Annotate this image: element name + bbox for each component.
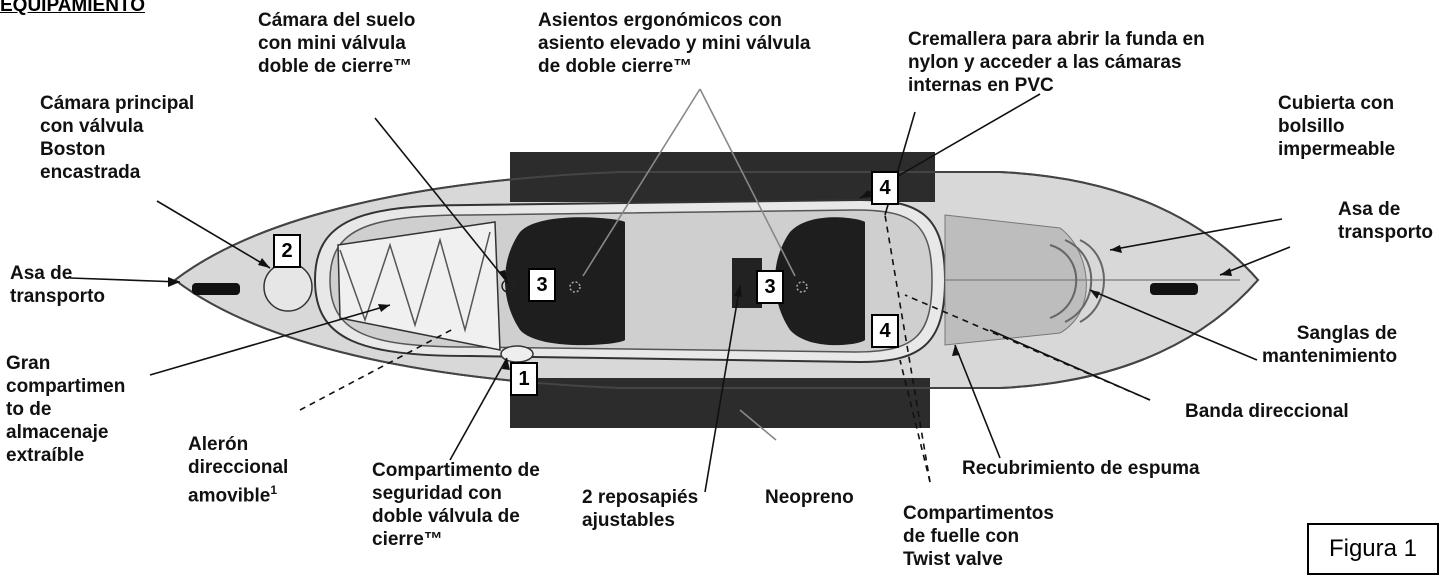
- page-title: EQUIPAMIENTO: [0, 0, 145, 16]
- storage-bag: [337, 221, 501, 351]
- dashed-leader-lines: [299, 214, 1151, 483]
- label-safety: Compartimento de seguridad con doble vál…: [372, 460, 540, 550]
- label-footrests: 2 reposapiés ajustables: [582, 487, 699, 531]
- callout-3a: 3: [528, 268, 556, 302]
- seat-valve-1: [569, 281, 581, 293]
- callout-3b: 3: [756, 270, 784, 304]
- label-zipper: Cremallera para abrir la funda en nylon …: [908, 29, 1205, 96]
- gray-leader-lines: [582, 88, 796, 441]
- label-straps: Sanglas de mantenimiento: [1262, 323, 1398, 367]
- label-handle-left: Asa de transporto: [10, 263, 105, 307]
- callout-1: 1: [510, 362, 538, 396]
- label-seats: Asientos ergonómicos con asiento elevado…: [538, 10, 811, 77]
- label-deck: Cubierta con bolsillo impermeable: [1278, 93, 1396, 160]
- seat-2: [775, 217, 865, 346]
- boston-valve: [263, 262, 313, 312]
- label-fin: Alerón direccional amovible1: [188, 434, 289, 507]
- storage-bungee: [339, 231, 491, 333]
- kayak-hull-front: [173, 171, 1260, 389]
- callout-4a: 4: [871, 171, 899, 205]
- label-bellows: Compartimentos de fuelle con Twist valve: [903, 503, 1054, 570]
- seat-1: [505, 217, 625, 346]
- label-main-chamber: Cámara principal con válvula Boston enca…: [40, 93, 195, 183]
- label-storage: Gran compartimen to de almacenaje extraí…: [6, 353, 126, 466]
- fin-footnote: 1: [270, 483, 278, 497]
- label-neoprene: Neopreno: [765, 487, 854, 508]
- label-tracking: Banda direccional: [1185, 401, 1349, 422]
- handle-right: [1150, 283, 1198, 295]
- callout-2: 2: [273, 234, 301, 268]
- neoprene-band-top: [510, 152, 935, 202]
- seat-valve-2: [796, 281, 808, 293]
- floor-valve: [501, 279, 515, 293]
- label-foam: Recubrimiento de espuma: [962, 458, 1200, 479]
- label-handle-right: Asa de transporto: [1338, 199, 1433, 243]
- arrowheads: [168, 190, 1232, 370]
- callout-4b: 4: [871, 314, 899, 348]
- leader-lines: [69, 93, 1291, 493]
- label-floor-chamber: Cámara del suelo con mini válvula doble …: [258, 10, 416, 77]
- handle-left: [192, 283, 240, 295]
- figure-label: Figura 1: [1307, 523, 1439, 575]
- maintenance-straps: [1049, 239, 1105, 323]
